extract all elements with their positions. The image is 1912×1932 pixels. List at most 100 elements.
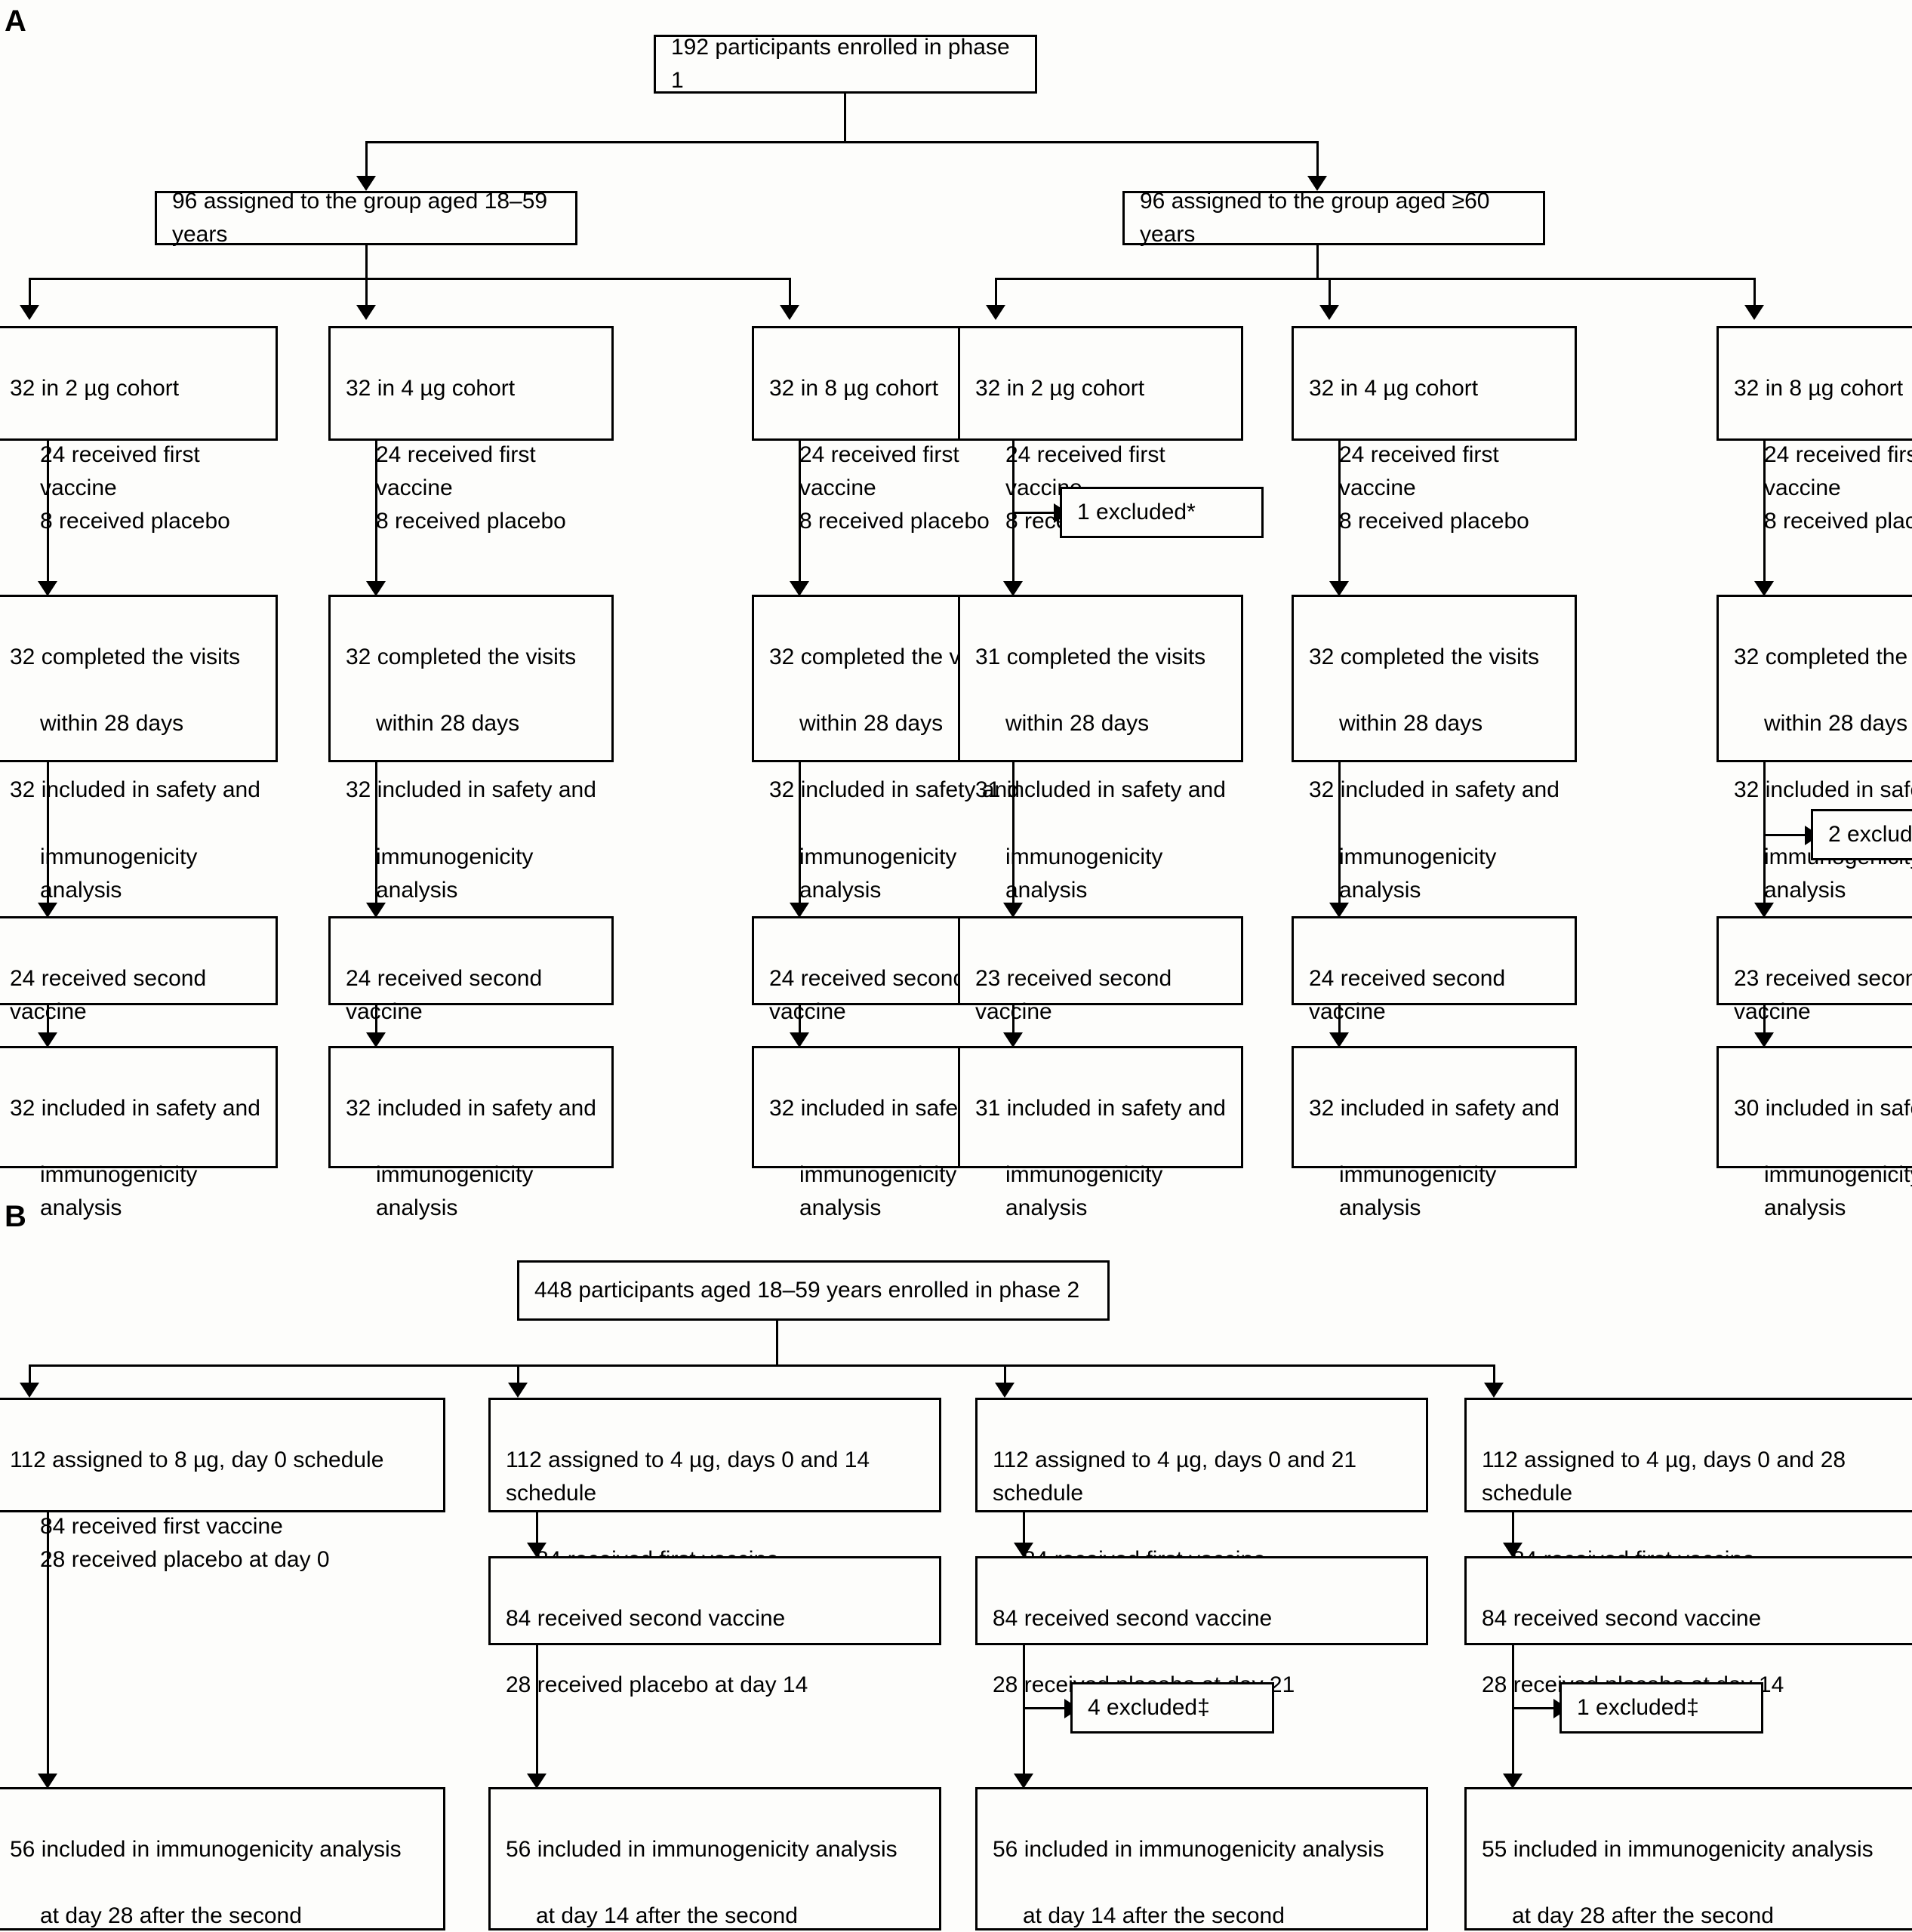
completed-line-3: 32 included in safety and (346, 777, 596, 803)
completed-line-2: within 28 days (40, 711, 184, 737)
second-line-1: 24 received second vaccine (1309, 966, 1506, 1025)
arrow-a-c6-mid3 (1754, 1032, 1774, 1048)
completed-line-2: within 28 days (376, 711, 520, 737)
arrow-b-c1 (20, 1383, 39, 1398)
connector-a-c3-mid (799, 441, 801, 589)
assigned-line-1: 112 assigned to 4 µg, days 0 and 21 sche… (993, 1447, 1357, 1506)
arrow-b-c4-final (1503, 1774, 1523, 1789)
connector-a-excl2-arm (1763, 834, 1805, 836)
connector-b-c4-drop (1493, 1364, 1495, 1390)
second-line-1: 84 received second vaccine (993, 1606, 1273, 1632)
arrow-a-c4-mid2 (1003, 903, 1023, 918)
arrow-a-c1-mid3 (38, 1032, 57, 1048)
completed-line-3: 32 included in safety and (1309, 777, 1559, 803)
connector-a-c2-mid2 (375, 762, 377, 910)
connector-a-c4-mid2 (1012, 762, 1014, 910)
arrow-a-c4-mid3 (1003, 1032, 1023, 1048)
cohort-line-1: 32 in 8 µg cohort (769, 376, 939, 401)
final-line-1: 56 included in immunogenicity analysis (10, 1837, 402, 1863)
cohort-line-2: 24 received first vaccine 8 received pla… (376, 442, 566, 534)
panel-b-assigned-box-4: 112 assigned to 4 µg, days 0 and 28 sche… (1464, 1398, 1912, 1605)
arrow-a-c1-mid (38, 581, 57, 596)
second-line-1: 23 received second vaccine (1734, 966, 1912, 1025)
connector-b-excl4-arm (1512, 1707, 1553, 1709)
assigned-line-1: 112 assigned to 4 µg, days 0 and 14 sche… (506, 1447, 870, 1506)
connector-b-c3-mid (1023, 1512, 1025, 1550)
connector-a-c1-mid (47, 441, 49, 589)
assigned-line-2: 84 received first vaccine 28 received pl… (40, 1514, 330, 1573)
connector-a-c6-mid2 (1763, 762, 1766, 910)
arrow-b-c2-mid (527, 1543, 547, 1558)
arrow-a-group2 (1307, 176, 1327, 191)
second-line-2: 28 received placebo at day 14 (506, 1672, 808, 1698)
final-line-2: immunogenicity analysis (1764, 1162, 1912, 1221)
panel-b-excluded-box-3: 4 excluded‡ (1070, 1682, 1274, 1734)
second-line-1: 84 received second vaccine (1482, 1606, 1762, 1632)
arrow-a-c3 (780, 305, 799, 320)
panel-a-second-box-4: 23 received second vaccine 8 received pl… (958, 916, 1243, 1091)
connector-a-c1-mid3 (47, 1005, 49, 1040)
arrow-b-c3-mid (1014, 1543, 1033, 1558)
final-line-2: at day 14 after the second immunisation (1023, 1903, 1285, 1929)
final-line-2: immunogenicity analysis (1339, 1162, 1497, 1221)
panel-a-second-box-2: 24 received second vaccine 8 received pl… (328, 916, 614, 1091)
connector-a-c5-mid3 (1338, 1005, 1341, 1040)
excluded-text: 1 excluded‡ (1577, 1694, 1699, 1720)
arrow-b-c2 (508, 1383, 528, 1398)
panel-b-assigned-box-2: 112 assigned to 4 µg, days 0 and 14 sche… (488, 1398, 941, 1605)
arrow-a-c6-mid2 (1754, 903, 1774, 918)
connector-a-root-stem (844, 94, 846, 141)
panel-a-group-box-1: 96 assigned to the group aged 18–59 year… (155, 189, 577, 247)
arrow-a-c3-mid (790, 581, 809, 596)
connector-b-root-split (29, 1364, 1493, 1367)
arrow-a-c2-mid (366, 581, 386, 596)
connector-b-c3-long (1023, 1645, 1025, 1781)
connector-a-group2-drop (1316, 141, 1319, 179)
arrow-a-c3-mid3 (790, 1032, 809, 1048)
completed-line-4: immunogenicity analysis (376, 844, 534, 903)
connector-a-c3-mid3 (799, 1005, 801, 1040)
connector-a-c5-mid2 (1338, 762, 1341, 910)
panel-a-completed-box-5: 32 completed the visits within 28 days 3… (1292, 595, 1577, 903)
panel-a-cohort-box-1: 32 in 2 µg cohort 24 received first vacc… (0, 326, 278, 534)
panel-b-second-box-3: 84 received second vaccine 28 received p… (975, 1556, 1428, 1697)
arrow-a-c1-mid2 (38, 903, 57, 918)
connector-a-group1-drop (365, 141, 368, 179)
arrow-a-c3-mid2 (790, 903, 809, 918)
connector-a-g2-split (995, 278, 1756, 280)
final-line-2: at day 28 after the second immunisation (40, 1903, 302, 1929)
connector-a-root-split (365, 141, 1316, 143)
connector-a-c5-drop (1329, 278, 1331, 308)
panel-a-excluded-box-1: 1 excluded* (1060, 487, 1264, 538)
panel-b-second-box-4: 84 received second vaccine 28 received p… (1464, 1556, 1912, 1697)
connector-a-c3-drop (789, 278, 791, 308)
panel-a-completed-box-4: 31 completed the visits within 28 days 3… (958, 595, 1243, 903)
connector-b-c4-long (1512, 1645, 1514, 1781)
panel-b-assigned-box-1: 112 assigned to 8 µg, day 0 schedule 84 … (0, 1398, 445, 1572)
arrow-b-c3-final (1014, 1774, 1033, 1789)
connector-a-c6-drop (1753, 278, 1756, 308)
cohort-line-2: 24 received first vaccine 8 received pla… (1339, 442, 1529, 534)
arrow-a-c5-mid3 (1329, 1032, 1349, 1048)
assigned-line-1: 112 assigned to 8 µg, day 0 schedule (10, 1447, 384, 1473)
completed-line-4: immunogenicity analysis (1764, 844, 1912, 903)
completed-line-4: immunogenicity analysis (1339, 844, 1497, 903)
completed-line-1: 32 completed the visits (10, 645, 241, 670)
panel-b-final-box-2: 56 included in immunogenicity analysis a… (488, 1787, 941, 1930)
panel-a-excluded-box-2: 2 excluded† (1811, 809, 1912, 860)
panel-a-root-box: 192 participants enrolled in phase 1 (654, 35, 1037, 94)
panel-a-cohort-box-4: 32 in 2 µg cohort 24 received first vacc… (958, 326, 1243, 534)
final-line-2: immunogenicity analysis (40, 1162, 198, 1221)
connector-b-root-stem (776, 1321, 778, 1364)
connector-a-c1-mid2 (47, 762, 49, 910)
connector-b-c3-drop (1004, 1364, 1006, 1390)
cohort-line-1: 32 in 4 µg cohort (346, 376, 516, 401)
connector-a-c5-mid (1338, 441, 1341, 589)
completed-line-4: immunogenicity analysis (1005, 844, 1163, 903)
connector-a-c6-mid (1763, 441, 1766, 589)
final-line-1: 31 included in safety and (975, 1096, 1226, 1121)
final-line-2: at day 28 after the second immunisation (1512, 1903, 1774, 1929)
panel-a-final-box-3: 32 included in safety and immunogenicity… (752, 1046, 1037, 1220)
cohort-line-2: 24 received first vaccine 8 received pla… (799, 442, 990, 534)
arrow-b-c3 (995, 1383, 1014, 1398)
